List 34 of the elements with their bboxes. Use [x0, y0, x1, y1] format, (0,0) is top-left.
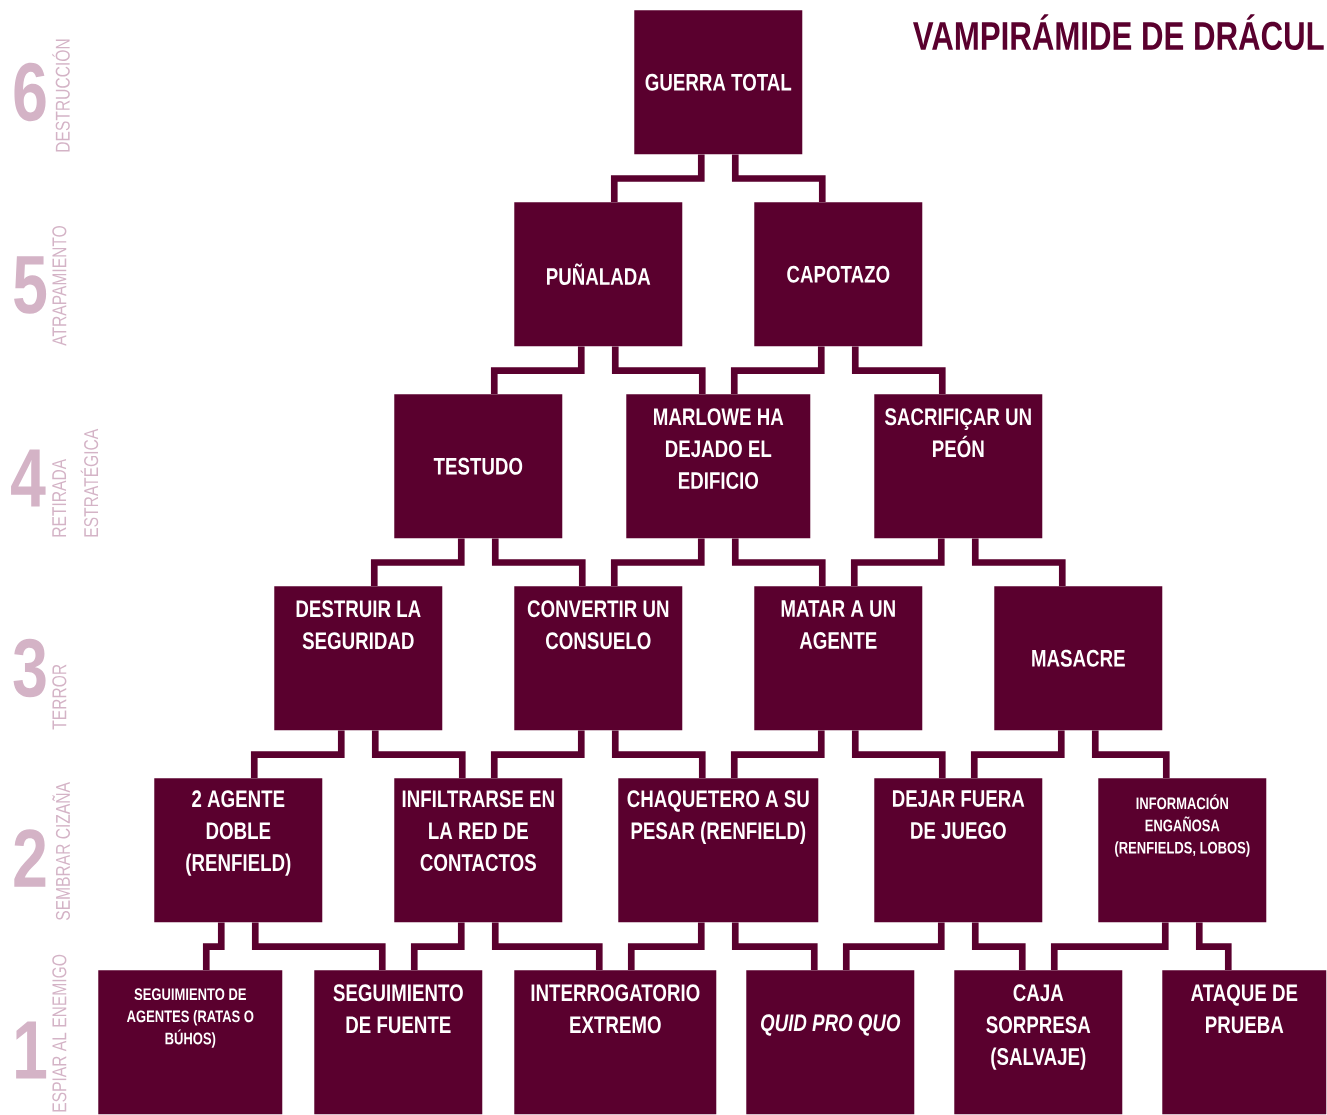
strategy-box: MASACRE [994, 586, 1163, 731]
strategy-box: TESTUDO [394, 394, 563, 539]
title: VAMPIRÁMIDE DE DRÁCUL [913, 14, 1324, 51]
level-name: DESTRUCCIÓN [52, 39, 70, 152]
strategy-box: INFILTRARSE EN LA RED DE CONTACTOS [394, 778, 563, 923]
level-name: ATRAPAMIENTO [52, 226, 67, 346]
strategy-box: SEGUIMIENTO DE FUENTE [314, 970, 483, 1115]
strategy-box: SEGUIMIENTO DE AGENTES (RATAS O BÚHOS) [98, 970, 283, 1115]
level-number: 4 [11, 449, 46, 507]
strategy-box: CAJA SORPRESA (SALVAJE) [954, 970, 1123, 1115]
strategy-box: ATAQUE DE PRUEBA [1162, 970, 1327, 1115]
level-name: TERROR [52, 664, 67, 730]
strategy-box: QUID PRO QUO [746, 970, 915, 1115]
strategy-box: CHAQUETERO A SU PESAR (RENFIELD) [618, 778, 819, 923]
strategy-box: SACRIFIÇAR UN PEÓN [874, 394, 1043, 539]
strategy-box: MARLOWE HA DEJADO EL EDIFICIO [626, 394, 811, 539]
level-number: 2 [14, 829, 46, 887]
strategy-box: MATAR A UN AGENTE [754, 586, 923, 731]
level-name: SEMBRAR CIZAÑA [52, 782, 70, 921]
strategy-box: PUÑALADA [514, 202, 683, 347]
strategy-box: CAPOTAZO [754, 202, 923, 347]
level-number: 6 [14, 62, 46, 122]
strategy-box: INTERROGATORIO EXTREMO [514, 970, 717, 1115]
strategy-box: DEJAR FUERA DE JUEGO [874, 778, 1043, 923]
level-name: ESPIAR AL ENEMIGO [52, 954, 67, 1112]
level-number: 1 [16, 1021, 47, 1079]
strategy-box: GUERRA TOTAL [634, 10, 803, 155]
strategy-box: DESTRUIR LA SEGURIDAD [274, 586, 443, 731]
level-name: RETIRADA ESTRATÉGICA [52, 428, 99, 537]
strategy-box: 2 AGENTE DOBLE (RENFIELD) [154, 778, 323, 923]
strategy-box: INFORMACIÓN ENGAÑOSA (RENFIELDS, LOBOS) [1098, 778, 1267, 923]
level-number: 5 [14, 256, 47, 314]
strategy-box: CONVERTIR UN CONSUELO [514, 586, 683, 731]
level-number: 3 [13, 638, 46, 698]
